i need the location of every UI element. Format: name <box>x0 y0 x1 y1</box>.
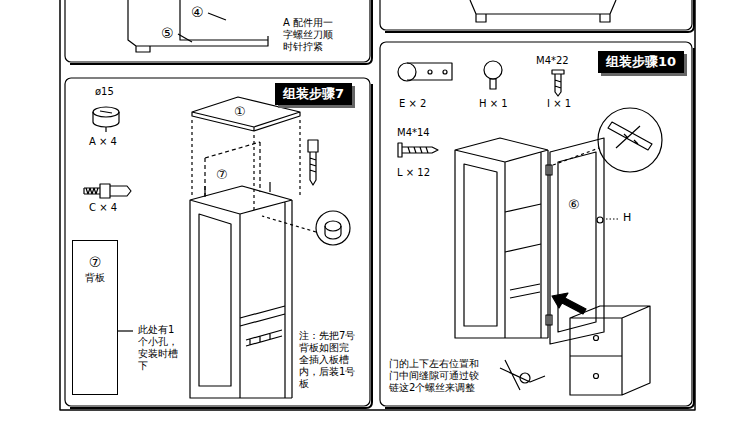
step-panel <box>380 42 692 406</box>
part-count: L × 12 <box>396 167 431 179</box>
screw-icon <box>398 143 402 157</box>
detail-circle <box>598 108 662 172</box>
step-panel <box>380 0 692 30</box>
screw-icon <box>552 70 564 74</box>
screw-icon <box>308 140 318 152</box>
cabinet-shelf <box>505 204 541 298</box>
note-text: A 配件用一字螺丝刀顺时针拧紧 <box>282 17 342 53</box>
callout-letter: H <box>622 211 632 224</box>
callout-number: ④ <box>190 4 205 21</box>
cabinet-base <box>128 0 268 52</box>
screw-icon <box>555 74 561 96</box>
note-text: 此处有1个小孔，安装时槽下 <box>137 324 180 372</box>
part-count: I × 1 <box>546 98 572 110</box>
part-count: E × 2 <box>398 98 427 110</box>
knob-icon <box>490 79 496 89</box>
guide-line <box>262 216 316 232</box>
guide-line <box>553 148 599 165</box>
panel-shadow <box>70 0 372 64</box>
drawer-unit <box>570 306 650 395</box>
line-art <box>60 0 695 410</box>
guide-line <box>192 120 300 210</box>
hinge-detail <box>608 122 652 150</box>
hinge-icon <box>398 63 416 81</box>
step-panel <box>65 0 370 62</box>
note-text: 门的上下左右位置和门中间缝隙可通过铰链这2个螺丝来调整 <box>388 358 482 394</box>
cam-lock-icon <box>325 221 341 231</box>
detail-circle <box>316 211 350 245</box>
back-board <box>205 142 260 198</box>
panel-shadow <box>385 48 694 408</box>
callout-number: ⑤ <box>160 25 175 42</box>
screw-icon <box>402 147 438 153</box>
box-heading: ⑦ <box>73 253 117 271</box>
screw-spec: M4*14 <box>396 127 431 139</box>
step-title: 组装步骤10 <box>598 51 684 73</box>
hinge-detail <box>500 360 545 390</box>
hinge-mark <box>546 165 552 175</box>
drawer-knob <box>594 374 599 379</box>
part-count: H × 1 <box>478 98 509 110</box>
cabinet-door <box>550 138 604 344</box>
part-size: ø15 <box>94 86 115 98</box>
drawer-knob <box>594 336 599 341</box>
cabinet-body <box>455 138 548 338</box>
hinge-detail <box>520 373 530 383</box>
part-box: ⑦背板 <box>72 240 118 395</box>
hinge-icon <box>428 70 432 74</box>
cabinet-base <box>470 0 616 22</box>
note-text: 注：先把7号背板如图完全插入板槽内，后装1号板 <box>298 330 358 390</box>
bolt-icon <box>84 186 131 196</box>
cam-lock-icon <box>325 226 341 239</box>
step-title: 组装步骤7 <box>275 83 352 105</box>
box-text: 背板 <box>73 271 117 284</box>
knob-icon <box>484 61 502 79</box>
hinge-icon <box>443 70 447 74</box>
screw-icon <box>310 152 316 185</box>
bolt-icon <box>100 184 110 198</box>
callout-number: ⑦ <box>215 167 229 183</box>
part-count: A × 4 <box>88 136 118 148</box>
cam-lock-icon <box>93 111 119 132</box>
panel-shadow <box>70 84 372 408</box>
insert-arrow <box>552 293 586 314</box>
cabinet-body <box>190 186 292 398</box>
box-heading: 组装步骤10 <box>606 54 676 70</box>
hinge-mark <box>546 315 552 325</box>
panel-shadow <box>385 0 694 32</box>
cabinet-shelf <box>240 306 285 346</box>
callout-number: ⑥ <box>567 197 581 213</box>
part-count: C × 4 <box>88 202 118 214</box>
knob-icon <box>597 217 603 223</box>
callout-number: ① <box>233 104 247 120</box>
dowel <box>205 182 270 196</box>
step-panel <box>65 78 370 406</box>
hinge-icon <box>407 63 452 80</box>
box-heading: 组装步骤7 <box>283 86 344 102</box>
screw-spec: M4*22 <box>535 55 570 67</box>
leader-line <box>606 218 619 219</box>
